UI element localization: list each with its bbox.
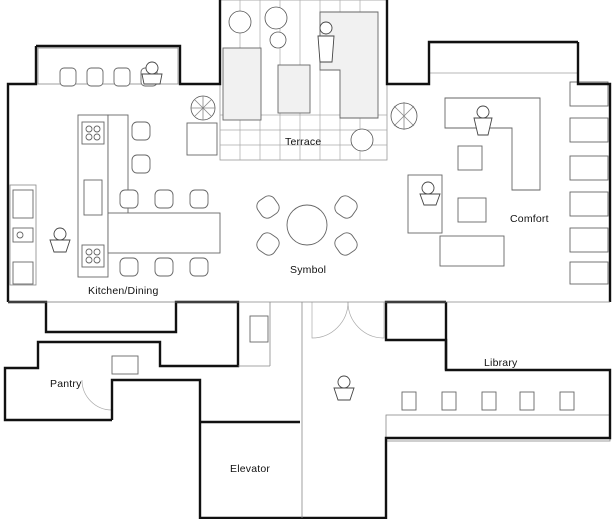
room-label-terrace: Terrace xyxy=(285,136,322,148)
terrace-plants xyxy=(228,6,374,152)
room-label-comfort: Comfort xyxy=(510,213,549,225)
symbol-furniture xyxy=(186,95,358,256)
terrace-table xyxy=(277,64,311,114)
door-swings xyxy=(81,301,385,411)
lounger-left xyxy=(222,47,262,121)
plant-icon xyxy=(390,102,418,130)
person-icon xyxy=(49,227,71,253)
terrace-sofa xyxy=(319,11,379,119)
window-seats xyxy=(569,81,609,285)
plant-icon xyxy=(190,95,216,121)
round-table xyxy=(286,204,328,246)
walls xyxy=(3,0,612,519)
library-furniture xyxy=(385,391,611,442)
dining-table xyxy=(107,212,221,254)
room-label-kitchen-dining: Kitchen/Dining xyxy=(88,285,159,297)
room-label-library: Library xyxy=(484,357,518,369)
comfort-furniture xyxy=(390,42,609,285)
person-icon xyxy=(473,105,493,136)
sectional-sofa xyxy=(444,97,541,191)
person-icon xyxy=(333,375,355,401)
room-label-pantry: Pantry xyxy=(50,378,82,390)
kitchen-furniture xyxy=(9,47,221,333)
person-icon xyxy=(141,61,163,85)
room-label-symbol: Symbol xyxy=(290,264,327,276)
terrace-area xyxy=(219,0,388,161)
dining-chairs xyxy=(119,121,209,277)
room-label-elevator: Elevator xyxy=(230,463,271,475)
person-icon xyxy=(419,181,441,206)
person-icon xyxy=(317,21,335,63)
